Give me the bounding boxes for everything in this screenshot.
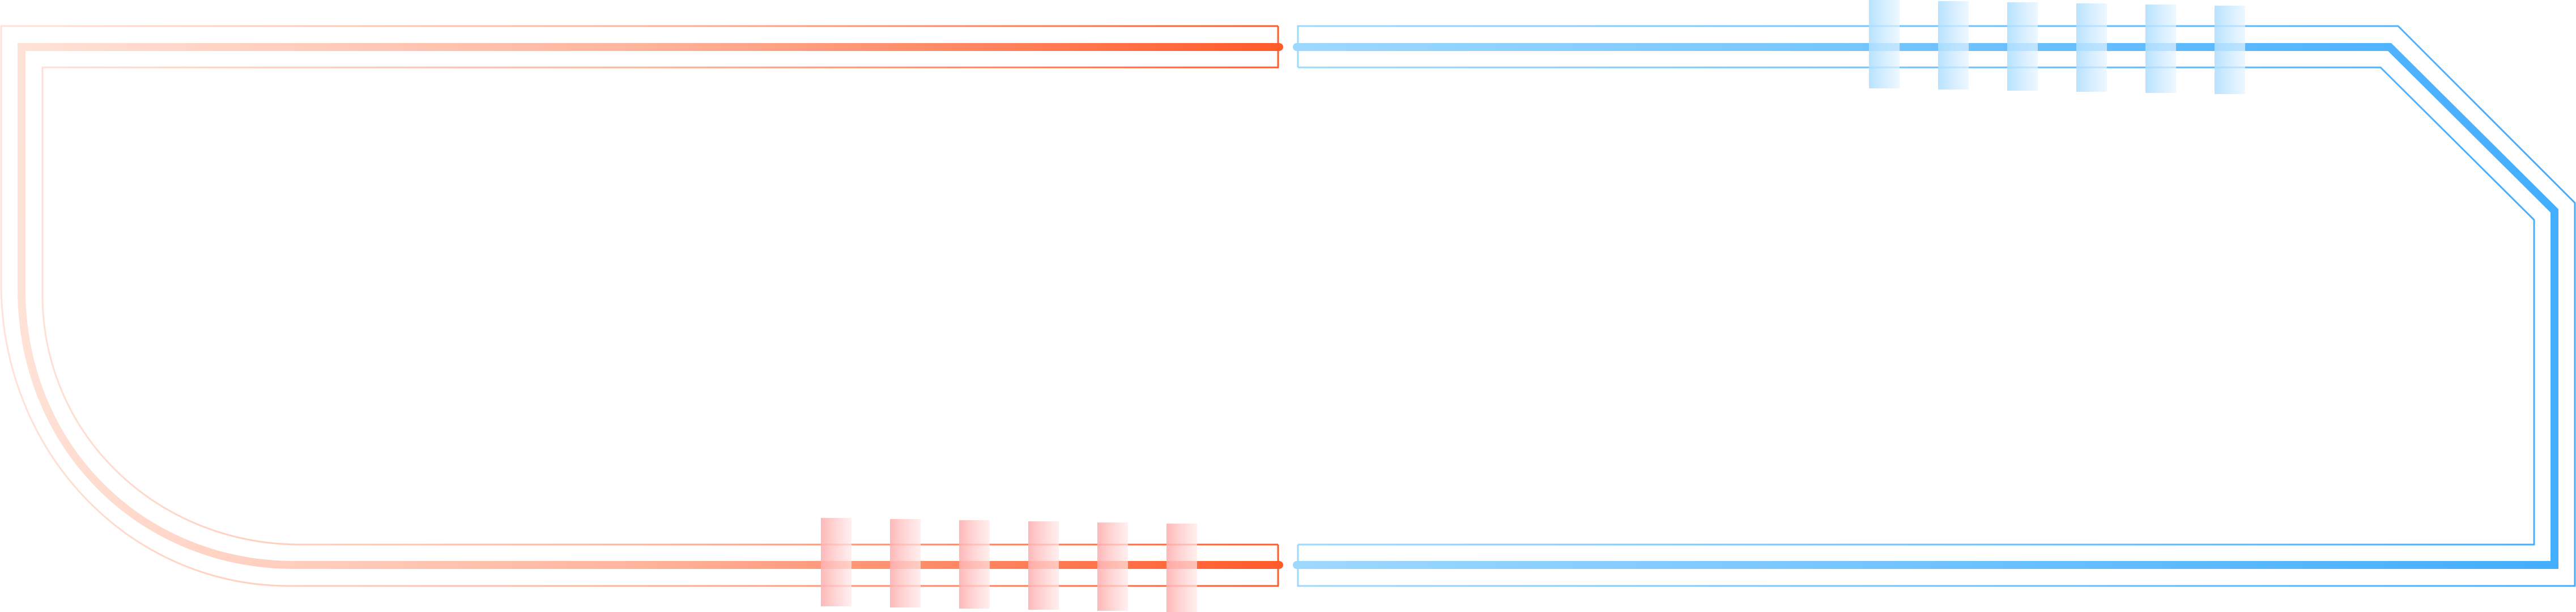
blue-stripe (2007, 2, 2038, 91)
blue-inner-line (1298, 66, 2535, 546)
blue-stripe (2076, 3, 2107, 92)
orange-stripes (821, 518, 1197, 612)
blue-stripe (1938, 1, 1969, 90)
orange-stripe (959, 520, 990, 609)
orange-stripe (890, 519, 921, 607)
blue-thick-line (1293, 43, 2558, 569)
orange-thick-line (18, 43, 1283, 569)
orange-stripe (1028, 521, 1059, 610)
blue-outer-line (1297, 25, 2576, 587)
blue-stripe (1869, 0, 1900, 88)
orange-panel (0, 25, 1283, 612)
orange-stripe (821, 518, 851, 606)
orange-inner-line (41, 26, 1279, 546)
blue-panel (1293, 0, 2576, 587)
orange-stripe (1097, 522, 1128, 611)
orange-stripe (1166, 524, 1197, 612)
blue-stripes (1869, 0, 2245, 94)
blue-stripe (2215, 6, 2245, 94)
orange-outer-line (0, 25, 1279, 587)
blue-stripe (2145, 5, 2176, 93)
